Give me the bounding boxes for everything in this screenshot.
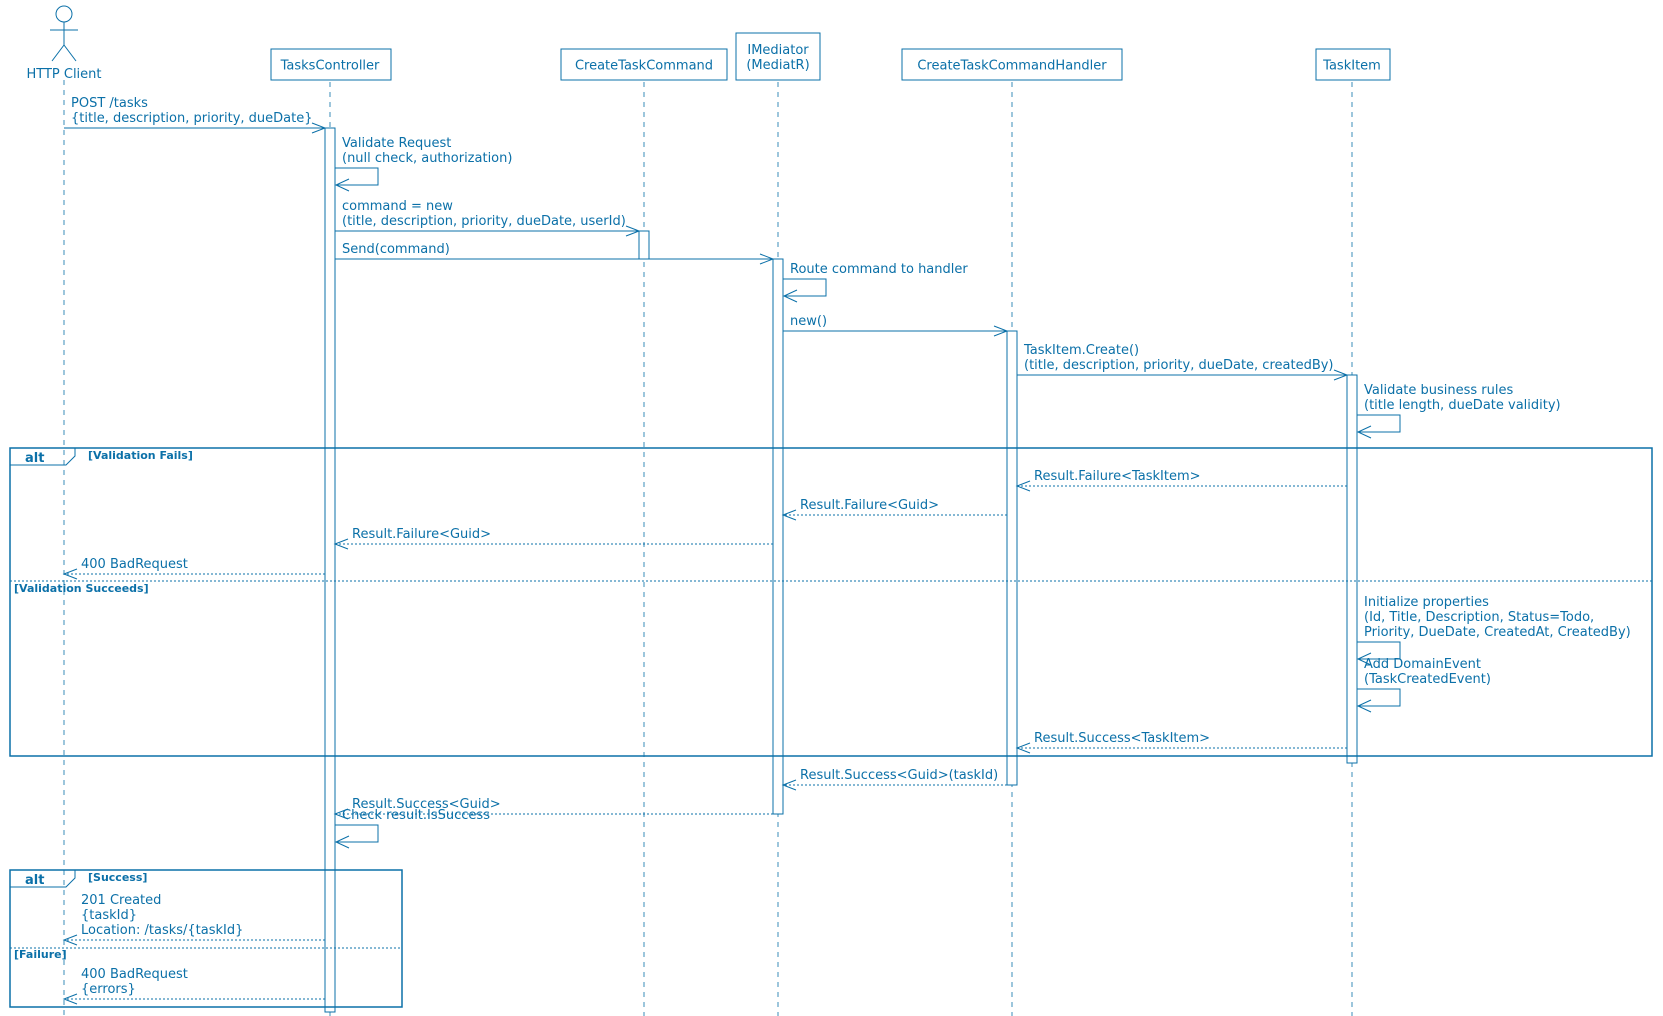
fragment-guard: [Validation Succeeds] <box>14 582 149 595</box>
arrowhead-icon <box>759 253 775 265</box>
activation-bar-taskitem <box>1346 374 1358 764</box>
message-line <box>783 278 827 297</box>
activation-bar-controller <box>324 127 336 1013</box>
activation-bar-command <box>638 230 650 260</box>
arrowhead-icon <box>333 538 349 550</box>
arrowhead-icon <box>311 122 327 134</box>
participant-box-handler <box>901 48 1123 81</box>
participant-label-taskitem: TaskItem <box>1322 59 1381 74</box>
arrowhead-icon <box>1015 480 1031 492</box>
message-4: Send(command) <box>335 242 775 265</box>
message-label: Result.Success<TaskItem> <box>1034 731 1210 746</box>
arrowhead-icon <box>781 779 797 791</box>
message-8: Validate business rules(title length, du… <box>1356 383 1561 439</box>
actor-client-icon <box>50 5 78 62</box>
arrowhead-icon <box>62 993 78 1005</box>
activation-bar-mediator <box>772 258 784 815</box>
message-label: TaskItem.Create()(title, description, pr… <box>1023 343 1334 373</box>
message-15: Result.Success<TaskItem> <box>1015 731 1347 754</box>
message-label: command = new(title, description, priori… <box>342 199 626 229</box>
arrowhead-icon <box>993 325 1009 337</box>
message-label: new() <box>790 314 827 329</box>
arrowhead-icon <box>1356 652 1372 666</box>
fragment-guard: [Validation Fails] <box>88 449 193 462</box>
arrowhead-icon <box>625 225 641 237</box>
message-label: POST /tasks{title, description, priority… <box>71 96 313 126</box>
fragment-keyword: alt <box>25 873 44 888</box>
message-label: Initialize properties(Id, Title, Descrip… <box>1364 595 1631 640</box>
message-13: Initialize properties(Id, Title, Descrip… <box>1356 595 1631 666</box>
message-line <box>1357 414 1401 433</box>
message-1: POST /tasks{title, description, priority… <box>64 96 327 134</box>
message-label: Validate business rules(title length, du… <box>1364 383 1561 413</box>
message-9: Result.Failure<TaskItem> <box>1015 469 1347 492</box>
arrowhead-icon <box>334 835 350 849</box>
arrowhead-icon <box>333 808 349 820</box>
fragment-keyword: alt <box>25 451 44 466</box>
message-3: command = new(title, description, priori… <box>335 199 641 237</box>
message-7: TaskItem.Create()(title, description, pr… <box>1017 343 1349 381</box>
message-19: 201 Created{taskId}Location: /tasks/{tas… <box>62 893 325 946</box>
message-2: Validate Request(null check, authorizati… <box>334 136 512 192</box>
message-label: Send(command) <box>342 242 450 257</box>
message-label: Result.Success<Guid>(taskId) <box>800 768 998 783</box>
activation-bar-handler <box>1006 330 1018 786</box>
participant-box-controller <box>270 48 392 81</box>
message-label: 201 Created{taskId}Location: /tasks/{tas… <box>81 893 243 938</box>
message-label: Validate Request(null check, authorizati… <box>342 136 512 166</box>
message-label: Route command to handler <box>790 262 968 277</box>
message-10: Result.Failure<Guid> <box>781 498 1007 521</box>
message-17: Result.Success<Guid> <box>333 797 773 820</box>
arrowhead-icon <box>781 509 797 521</box>
message-line <box>335 167 379 186</box>
message-6: new() <box>783 314 1009 337</box>
message-label: 400 BadRequest{errors} <box>81 967 188 997</box>
arrowhead-icon <box>782 289 798 303</box>
message-label: Result.Success<Guid> <box>352 797 501 812</box>
message-5: Route command to handler <box>782 262 968 303</box>
message-line <box>1357 688 1401 707</box>
arrowhead-icon <box>1333 369 1349 381</box>
alt-fragment-2: alt [Success] [Failure] <box>9 869 403 1008</box>
message-12: 400 BadRequest <box>62 557 325 580</box>
participant-label-handler: CreateTaskCommandHandler <box>917 59 1107 74</box>
arrowhead-icon <box>1356 699 1372 713</box>
participant-label-client: HTTP Client <box>26 67 101 82</box>
participant-box-command <box>560 48 728 81</box>
fragment-guard: [Failure] <box>14 948 67 961</box>
message-label: Result.Failure<Guid> <box>352 527 491 542</box>
participant-label-controller: TasksController <box>280 59 380 74</box>
arrowhead-icon <box>62 568 78 580</box>
message-14: Add DomainEvent(TaskCreatedEvent) <box>1356 657 1491 713</box>
message-label: 400 BadRequest <box>81 557 188 572</box>
message-20: 400 BadRequest{errors} <box>62 967 325 1005</box>
fragment-guard: [Success] <box>88 871 147 884</box>
message-label: Add DomainEvent(TaskCreatedEvent) <box>1364 657 1491 687</box>
participant-box-taskitem <box>1315 48 1391 81</box>
message-label: Result.Failure<Guid> <box>800 498 939 513</box>
alt-fragment-1: alt [Validation Fails] [Validation Succeed… <box>9 447 1653 757</box>
arrowhead-icon <box>1015 742 1031 754</box>
arrowhead-icon <box>334 178 350 192</box>
message-label: Check result.IsSuccess <box>342 808 490 823</box>
arrowhead-icon <box>1356 425 1372 439</box>
message-line <box>335 824 379 843</box>
participant-box-mediator <box>735 32 821 81</box>
message-16: Result.Success<Guid>(taskId) <box>781 768 1007 791</box>
participant-label-mediator: IMediator(MediatR) <box>746 43 809 73</box>
message-11: Result.Failure<Guid> <box>333 527 773 550</box>
message-label: Result.Failure<TaskItem> <box>1034 469 1201 484</box>
message-18: Check result.IsSuccess <box>334 808 490 849</box>
message-line <box>1357 641 1401 660</box>
arrowhead-icon <box>62 934 78 946</box>
participant-label-command: CreateTaskCommand <box>575 59 713 74</box>
